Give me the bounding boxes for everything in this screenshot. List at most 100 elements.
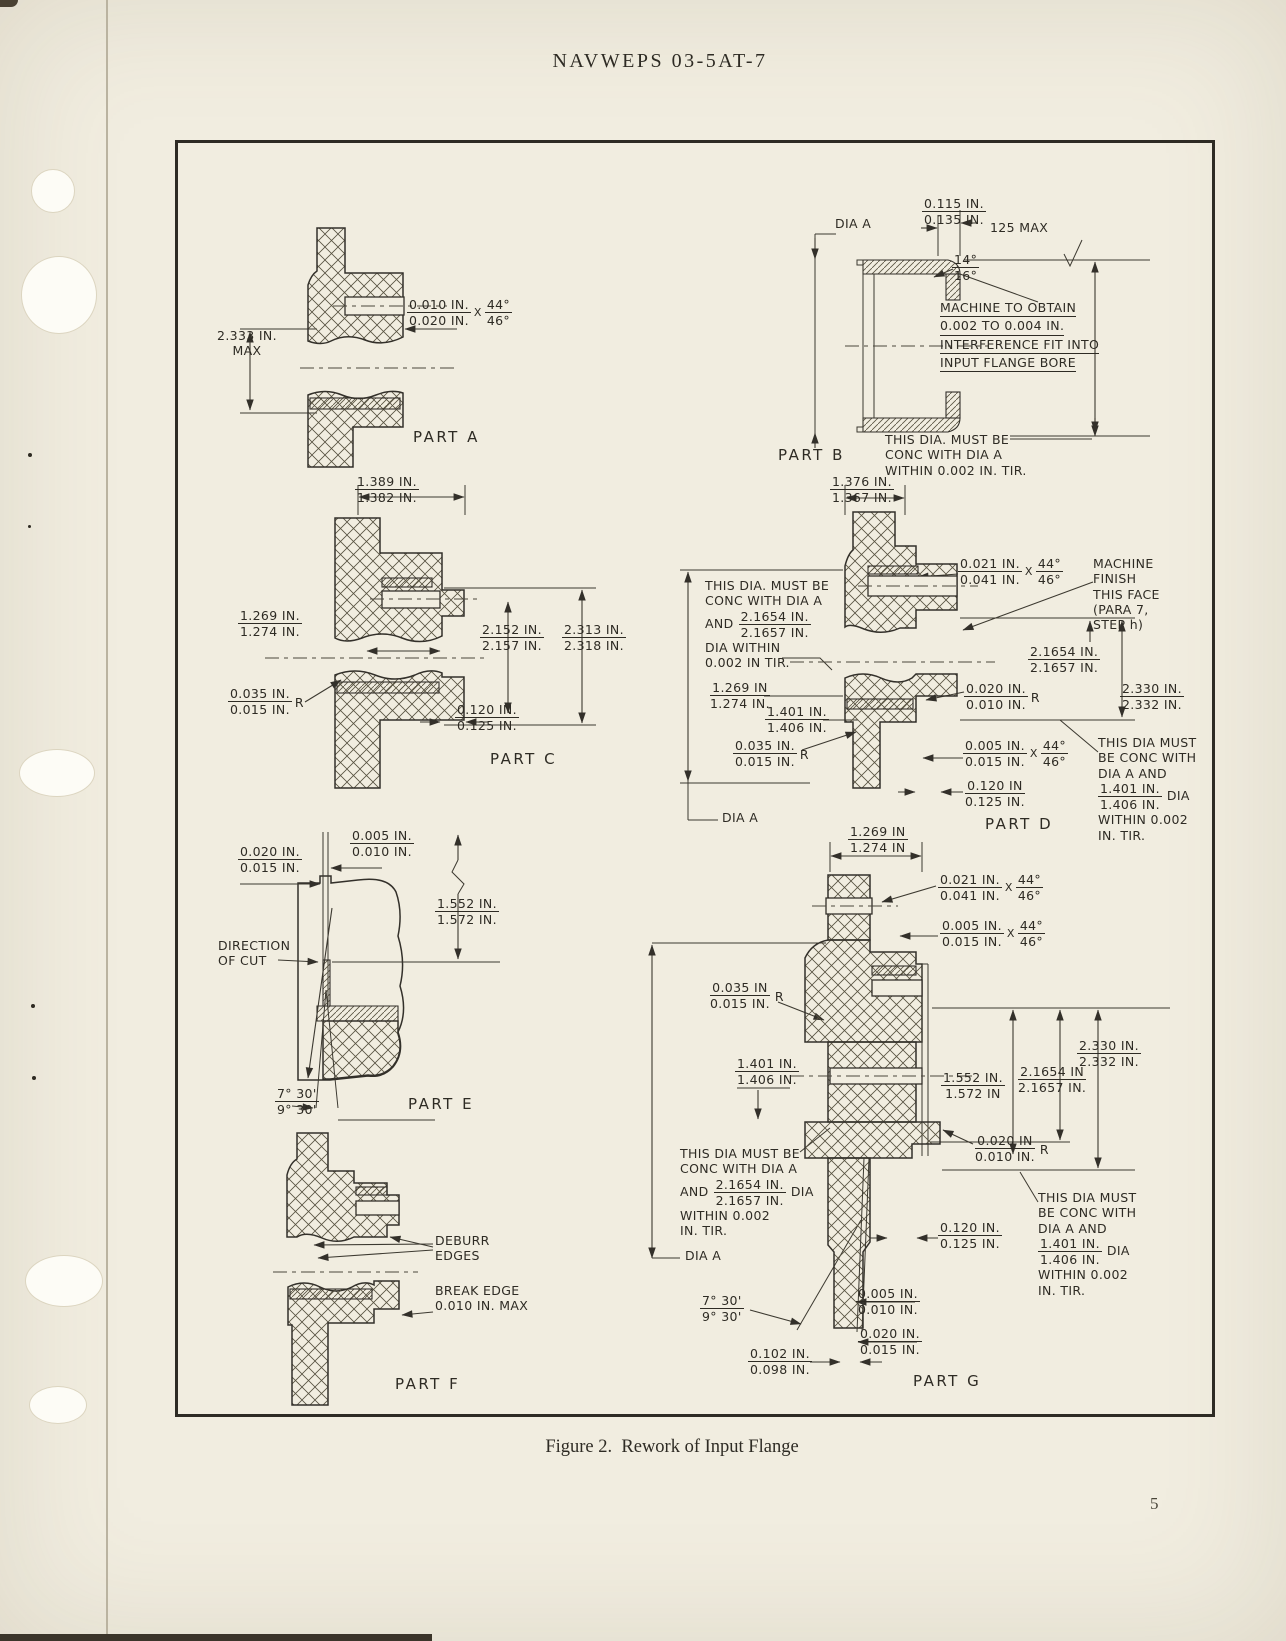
binder-hole xyxy=(29,1386,87,1424)
part-a-overall-dim: 2.333 IN. MAX xyxy=(217,328,277,359)
part-d-chamfer1-dim: 0.021 IN.0.041 IN. X 44°46° xyxy=(958,556,1064,588)
figure-border xyxy=(175,140,1215,1417)
part-c-label: PART C xyxy=(490,750,558,768)
part-c-drawing xyxy=(265,485,596,789)
scan-corner-artifact xyxy=(0,0,18,7)
part-c-radius-dim: 0.035 IN.0.015 IN. R xyxy=(228,686,304,718)
part-g-depth2-dim: 0.120 IN.0.125 IN. xyxy=(938,1220,1002,1252)
part-d-pilot-dim: 2.1654 IN.2.1657 IN. xyxy=(1028,644,1101,676)
binder-hole xyxy=(19,749,95,797)
part-g-depth1-dim: 1.552 IN.1.572 IN xyxy=(941,1070,1005,1102)
part-g-slot-dim: 0.102 IN.0.098 IN. xyxy=(748,1346,812,1378)
part-b-machine-note: MACHINE TO OBTAIN 0.002 TO 0.004 IN. INT… xyxy=(940,299,1100,372)
ink-speck xyxy=(32,1076,36,1080)
part-d-width-dim: 1.376 IN.1.367 IN. xyxy=(830,474,894,506)
part-b-wall-bottom xyxy=(862,417,961,433)
part-g-label: PART G xyxy=(913,1372,982,1390)
part-g-liner xyxy=(871,965,917,976)
page-number: 5 xyxy=(1150,1494,1159,1513)
part-a-drawing xyxy=(240,227,457,468)
part-g-angle3-dim: 7° 30'9° 30' xyxy=(700,1293,744,1325)
part-g-od-dim: 2.330 IN.2.332 IN. xyxy=(1077,1038,1141,1070)
part-g-saw-cut xyxy=(856,1157,870,1333)
part-d-chamfer2-dim: 0.005 IN.0.015 IN. X 44°46° xyxy=(963,738,1069,770)
figure-caption: Figure 2. Rework of Input Flange xyxy=(545,1437,799,1457)
part-c-bore-dim: 1.269 IN.1.274 IN. xyxy=(238,608,302,640)
part-g-dia-a: DIA A xyxy=(685,1248,722,1263)
part-f-label: PART F xyxy=(395,1375,461,1393)
part-c-dia-inner-dim: 2.152 IN.2.157 IN. xyxy=(480,622,544,654)
part-c-dia-outer-dim: 2.313 IN.2.318 IN. xyxy=(562,622,626,654)
part-f-deburr-note: DEBURR EDGES xyxy=(435,1233,490,1264)
part-g-conc-note-1: THIS DIA MUST BE CONC WITH DIA A AND 2.1… xyxy=(680,1146,814,1239)
ink-speck xyxy=(28,525,31,528)
part-b-finish: 125 MAX xyxy=(990,220,1049,235)
part-f-liner-upper xyxy=(355,1186,388,1196)
part-g-bore xyxy=(871,979,923,997)
part-e-dimension-lines xyxy=(240,834,500,1121)
part-e-drawing xyxy=(240,832,500,1121)
part-b-label: PART B xyxy=(778,446,845,464)
part-d-section-lower xyxy=(844,673,958,789)
part-c-liner-lower xyxy=(336,681,440,694)
part-c-dimension-lines xyxy=(304,485,596,726)
part-g-chamfer2-dim: 0.005 IN.0.015 IN. X 44°46° xyxy=(940,918,1046,950)
part-d-machine-note: MACHINE FINISH THIS FACE (PARA 7, STEP h… xyxy=(1093,556,1160,632)
part-b-wall-dim: 0.115 IN.0.135 IN. xyxy=(922,196,986,228)
part-c-width-dim: 1.389 IN.1.382 IN. xyxy=(355,474,419,506)
part-a-section-upper xyxy=(307,227,404,345)
part-e-depth-dim: 1.552 IN.1.572 IN. xyxy=(435,896,499,928)
part-e-angle-dim: 7° 30'9° 30' xyxy=(275,1086,319,1118)
binder-hole xyxy=(25,1255,103,1307)
part-a-liner xyxy=(309,397,401,410)
part-b-drawing xyxy=(811,210,1150,448)
part-d-radius-dim: 0.035 IN.0.015 IN. R xyxy=(733,738,809,770)
part-g-conc-note-2: THIS DIA MUST BE CONC WITH DIA A AND 1.4… xyxy=(1038,1190,1137,1298)
part-g-gap1-dim: 0.005 IN.0.010 IN. xyxy=(856,1286,920,1318)
part-d-liner-lower xyxy=(846,698,914,710)
part-b-dia-a: DIA A xyxy=(835,216,872,231)
part-d-conc-note-2: THIS DIA MUST BE CONC WITH DIA A AND 1.4… xyxy=(1098,735,1197,843)
part-d-radius2-dim: 0.020 IN.0.010 IN. R xyxy=(964,681,1040,713)
part-b-angle-dim: 14°16° xyxy=(952,252,980,284)
part-d-od-dim: 2.330 IN.2.332 IN. xyxy=(1120,681,1184,713)
part-e-label: PART E xyxy=(408,1095,475,1113)
part-d-dia-a: DIA A xyxy=(722,810,759,825)
part-f-bore xyxy=(355,1200,400,1216)
scan-bottom-artifact xyxy=(0,1634,432,1641)
part-g-chamfer1-dim: 0.021 IN.0.041 IN. X 44°46° xyxy=(938,872,1044,904)
part-f-break-edge-note: BREAK EDGE 0.010 IN. MAX xyxy=(435,1283,529,1314)
part-c-liner-upper xyxy=(381,577,433,588)
part-b-conc-note: THIS DIA. MUST BE CONC WITH DIA A WITHIN… xyxy=(885,432,1027,478)
part-f-drawing xyxy=(273,1132,434,1406)
part-d-conc-note-1: THIS DIA. MUST BE CONC WITH DIA A AND 2.… xyxy=(705,578,830,671)
part-g-dia1-dim: 1.401 IN.1.406 IN. xyxy=(735,1056,799,1088)
part-b-wall-top xyxy=(862,259,961,275)
part-g-lower-bar xyxy=(827,1157,871,1329)
part-f-liner-lower xyxy=(289,1288,373,1300)
part-d-dia-dim: 1.401 IN.1.406 IN. xyxy=(765,704,829,736)
part-e-direction-note: DIRECTION OF CUT xyxy=(218,938,291,969)
part-a-dimension-lines xyxy=(240,325,457,414)
ink-speck xyxy=(31,1004,35,1008)
part-a-section-lower xyxy=(307,390,404,468)
binder-hole xyxy=(21,256,97,334)
part-e-section xyxy=(322,1020,401,1080)
part-e-gap2-dim: 0.020 IN.0.015 IN. xyxy=(238,844,302,876)
part-b-wall-bottom-end xyxy=(945,391,961,419)
page-fold-line xyxy=(106,0,108,1641)
page-header: NAVWEPS 03-5AT-7 xyxy=(552,50,768,72)
part-g-flange-slab xyxy=(804,1121,941,1159)
ink-speck xyxy=(28,453,32,457)
part-e-gap1-dim: 0.005 IN.0.010 IN. xyxy=(350,828,414,860)
part-g-drawing xyxy=(648,842,1170,1366)
part-a-chamfer-dim: 0.010 IN.0.020 IN. X 44°46° xyxy=(407,297,513,329)
part-d-liner-upper xyxy=(867,565,919,575)
binder-hole xyxy=(31,169,75,213)
